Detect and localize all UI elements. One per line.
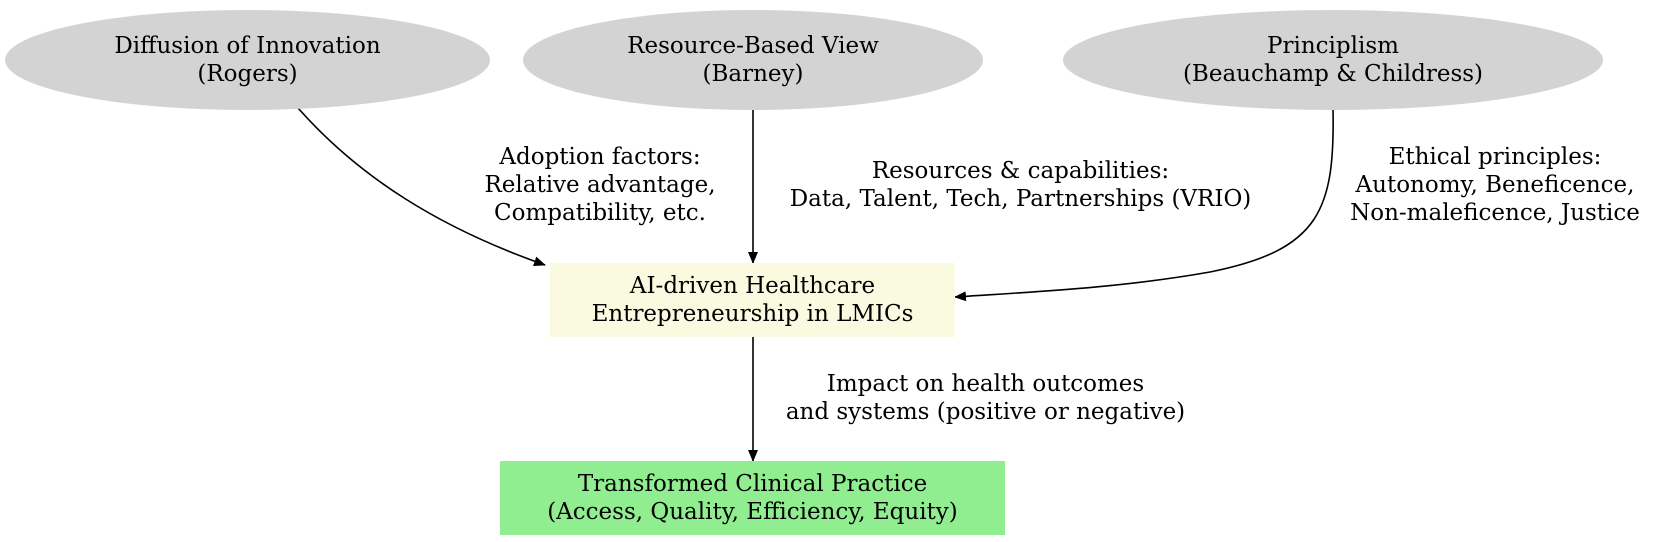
node-diffusion-line2: (Rogers) xyxy=(197,61,298,87)
node-principlism-line2: (Beauchamp & Childress) xyxy=(1182,61,1484,87)
label-resources-line1: Resources & capabilities: xyxy=(871,158,1170,184)
node-center-line2: Entrepreneurship in LMICs xyxy=(591,301,914,327)
label-impact-line1: Impact on health outcomes xyxy=(826,371,1145,397)
node-outcome-line2: (Access, Quality, Efficiency, Equity) xyxy=(547,499,958,525)
node-principlism-line1: Principlism xyxy=(1267,33,1399,59)
node-ai-healthcare-entrepreneurship: AI-driven Healthcare Entrepreneurship in… xyxy=(550,263,955,337)
node-outcome-line1: Transformed Clinical Practice xyxy=(577,471,928,497)
node-transformed-clinical-practice: Transformed Clinical Practice (Access, Q… xyxy=(500,461,1005,535)
label-resources-line2: Data, Talent, Tech, Partnerships (VRIO) xyxy=(789,186,1252,212)
label-adoption-line1: Adoption factors: xyxy=(499,144,701,170)
edge-principlism-to-center xyxy=(954,107,1334,302)
label-ethical-line3: Non-maleficence, Justice xyxy=(1350,200,1640,226)
label-impact-on-outcomes: Impact on health outcomes and systems (p… xyxy=(748,370,1223,426)
label-ethical-line2: Autonomy, Beneficence, xyxy=(1355,172,1635,198)
node-rbv-line2: (Barney) xyxy=(702,61,804,87)
edge-diffusion-to-center xyxy=(297,107,546,267)
node-principlism: Principlism (Beauchamp & Childress) xyxy=(1063,10,1603,110)
label-adoption-line2: Relative advantage, xyxy=(484,172,716,198)
node-diffusion-of-innovation: Diffusion of Innovation (Rogers) xyxy=(5,10,490,110)
node-center-line1: AI-driven Healthcare xyxy=(629,273,876,299)
label-ethical-principles: Ethical principles: Autonomy, Beneficenc… xyxy=(1325,143,1665,227)
node-rbv-line1: Resource-Based View xyxy=(627,33,879,59)
node-resource-based-view: Resource-Based View (Barney) xyxy=(523,10,983,110)
label-adoption-line3: Compatibility, etc. xyxy=(494,200,706,226)
label-impact-line2: and systems (positive or negative) xyxy=(785,399,1186,425)
label-adoption-factors: Adoption factors: Relative advantage, Co… xyxy=(455,143,745,227)
label-resources-capabilities: Resources & capabilities: Data, Talent, … xyxy=(748,157,1293,213)
node-diffusion-line1: Diffusion of Innovation xyxy=(114,33,381,59)
label-ethical-line1: Ethical principles: xyxy=(1388,144,1602,170)
